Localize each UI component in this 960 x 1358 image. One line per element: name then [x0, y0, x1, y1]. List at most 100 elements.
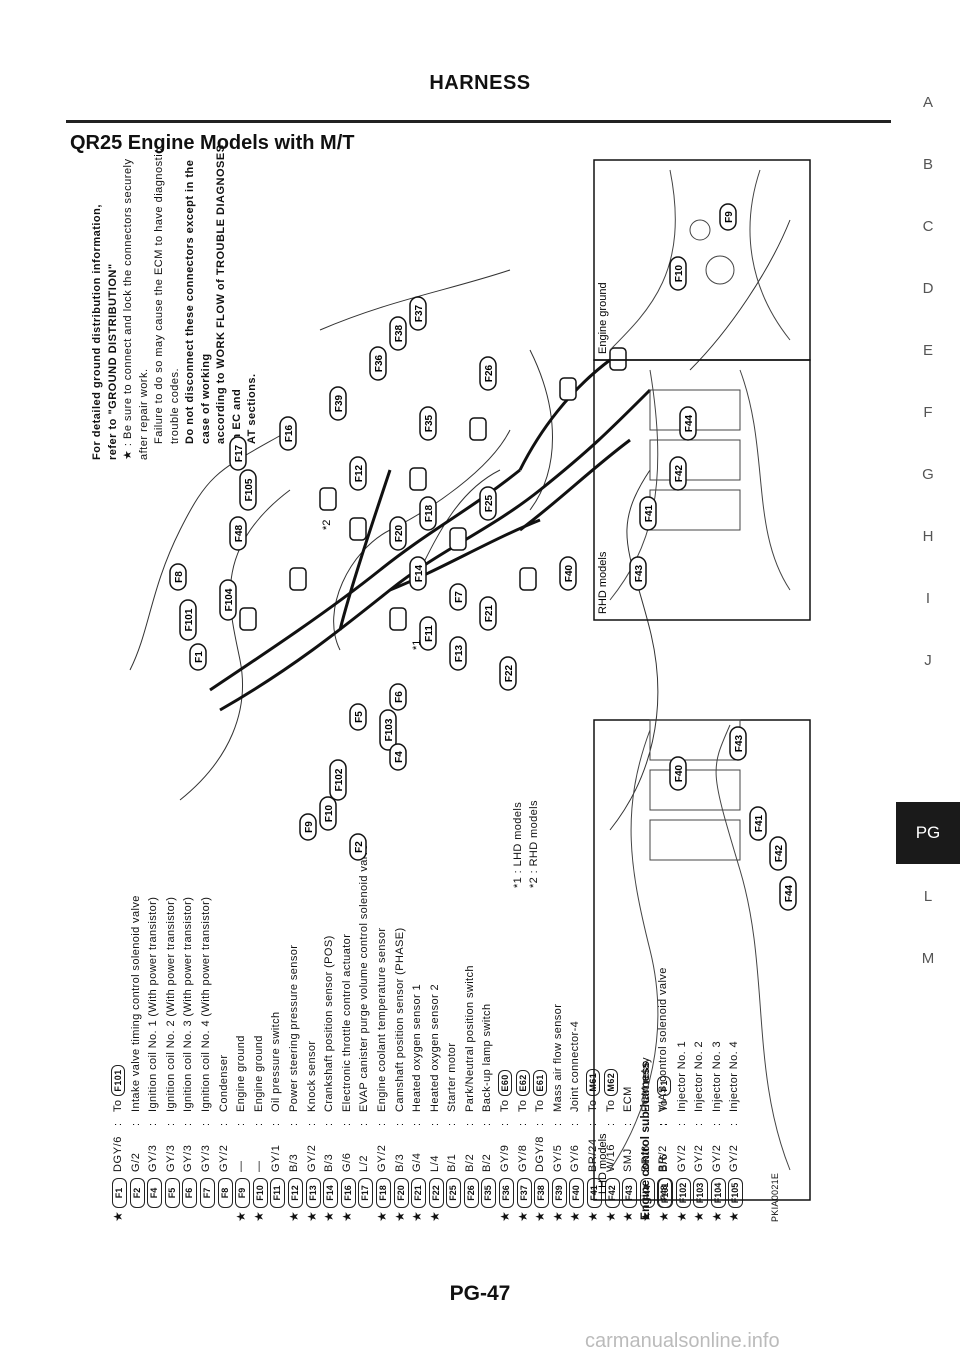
connector-f21-tag: F21 [479, 596, 497, 631]
side-tab-g[interactable]: G [922, 466, 934, 483]
rhd-connector-f40-tag: F40 [559, 556, 577, 591]
connector-tag-text: F17 [234, 444, 245, 462]
side-tab-l[interactable]: L [923, 888, 933, 905]
header-rule [66, 120, 891, 123]
connector-tag-text: F21 [484, 604, 495, 622]
connector-tag-text: F10 [674, 264, 685, 282]
connector-f1-tag: F1 [189, 643, 207, 671]
connector-tag-text: F25 [484, 494, 495, 512]
side-tab-j[interactable]: J [924, 652, 932, 669]
connector-tag-text: F39 [334, 394, 345, 412]
connector-tag-text: F42 [674, 464, 685, 482]
connector-f16-tag: F16 [279, 416, 297, 451]
connector-f104-tag: F104 [219, 579, 237, 621]
connector-tag-text: F103 [384, 718, 395, 741]
connector-f20-tag: F20 [389, 516, 407, 551]
star1-note: *1 [411, 640, 423, 650]
connector-tag-text: F42 [774, 844, 785, 862]
ground-connector-f9-tag: F9 [719, 203, 737, 231]
connector-tag-text: F38 [394, 324, 405, 342]
connector-tag-text: F16 [284, 424, 295, 442]
connector-tag-text: F11 [424, 625, 435, 642]
lhd-inset-label: LHD models [597, 1133, 609, 1194]
side-tab-a[interactable]: A [922, 94, 933, 111]
rhd-connector-f43-tag: F43 [629, 556, 647, 591]
connector-f17-tag: F17 [229, 436, 247, 471]
star2-note: *2 [321, 520, 333, 530]
connector-f11-tag: F11 [419, 616, 437, 651]
connector-tag-text: F22 [504, 664, 515, 682]
connector-f48-tag: F48 [229, 516, 247, 551]
lhd-connector-f41-tag: F41 [749, 806, 767, 841]
connector-f4-tag: F4 [389, 743, 407, 771]
connector-f39-tag: F39 [329, 386, 347, 421]
connector-tag-text: F9 [304, 821, 315, 833]
connector-tag-text: F12 [354, 464, 365, 482]
side-tab-f[interactable]: F [923, 404, 933, 421]
connector-bodies [239, 347, 627, 631]
rhd-inset-label: RHD models [597, 551, 609, 614]
rhd-connector-f42-tag: F42 [669, 456, 687, 491]
connector-tag-text: F20 [394, 524, 405, 542]
connector-f102-tag: F102 [329, 759, 347, 801]
inset-sketch [609, 169, 791, 1171]
connector-tag-text: F4 [394, 751, 405, 763]
connector-tag-text: F41 [754, 814, 765, 832]
connector-f18-tag: F18 [419, 496, 437, 531]
watermark: carmanualsonline.info [585, 1330, 780, 1352]
connector-f38-tag: F38 [389, 316, 407, 351]
connector-tag-text: F40 [564, 564, 575, 582]
side-tab-m[interactable]: M [921, 950, 935, 967]
section-title: QR25 Engine Models with M/T [70, 132, 355, 154]
connector-tag-text: F43 [634, 564, 645, 582]
connector-tag-text: F10 [324, 804, 335, 822]
main-connector-tags: F1F101F8F104F48F105F17F16F39F36F38F37F12… [169, 296, 517, 861]
connector-tag-text: F101 [184, 608, 195, 631]
rhd-connector-f44-tag: F44 [679, 406, 697, 441]
connector-tag-text: F13 [454, 644, 465, 662]
connector-tag-text: F9 [724, 211, 735, 223]
connector-tag-text: F2 [354, 841, 365, 853]
connector-tag-text: F35 [424, 414, 435, 432]
page-number: PG-47 [449, 1282, 511, 1305]
connector-tag-text: F5 [354, 711, 365, 723]
connector-tag-text: F40 [674, 764, 685, 782]
connector-tag-text: F37 [414, 304, 425, 322]
side-tab-b[interactable]: B [922, 156, 933, 173]
engine-outline [129, 219, 791, 831]
side-tab-pg[interactable]: PG [896, 802, 960, 864]
connector-f25-tag: F25 [479, 486, 497, 521]
connector-f10-tag: F10 [319, 796, 337, 831]
connector-f7-tag: F7 [449, 583, 467, 611]
connector-f2-tag: F2 [349, 833, 367, 861]
side-tab-h[interactable]: H [922, 528, 934, 545]
connector-tag-text: F102 [334, 768, 345, 791]
lhd-connector-f40-tag: F40 [669, 756, 687, 791]
connector-tag-text: F26 [484, 364, 495, 382]
connector-f22-tag: F22 [499, 656, 517, 691]
connector-f26-tag: F26 [479, 356, 497, 391]
side-tab-i[interactable]: I [925, 590, 931, 607]
connector-tag-text: F44 [684, 414, 695, 432]
connector-f6-tag: F6 [389, 683, 407, 711]
ground-inset-frame [593, 159, 811, 361]
connector-f37-tag: F37 [409, 296, 427, 331]
page-header-title: HARNESS [429, 72, 531, 94]
side-tab-c[interactable]: C [922, 218, 934, 235]
connector-tag-text: F105 [244, 478, 255, 501]
connector-f35-tag: F35 [419, 406, 437, 441]
connector-tag-text: F48 [234, 524, 245, 542]
connector-tag-text: F104 [224, 588, 235, 611]
side-tab-d[interactable]: D [922, 280, 934, 297]
connector-tag-text: F41 [644, 504, 655, 522]
connector-f36-tag: F36 [369, 346, 387, 381]
connector-tag-text: F7 [454, 591, 465, 603]
connector-f103-tag: F103 [379, 709, 397, 751]
side-tab-e[interactable]: E [922, 342, 933, 359]
ground-connector-f10-tag: F10 [669, 256, 687, 291]
connector-tag-text: F6 [394, 691, 405, 703]
connector-tag-text: F43 [734, 734, 745, 752]
connector-f101-tag: F101 [179, 599, 197, 641]
